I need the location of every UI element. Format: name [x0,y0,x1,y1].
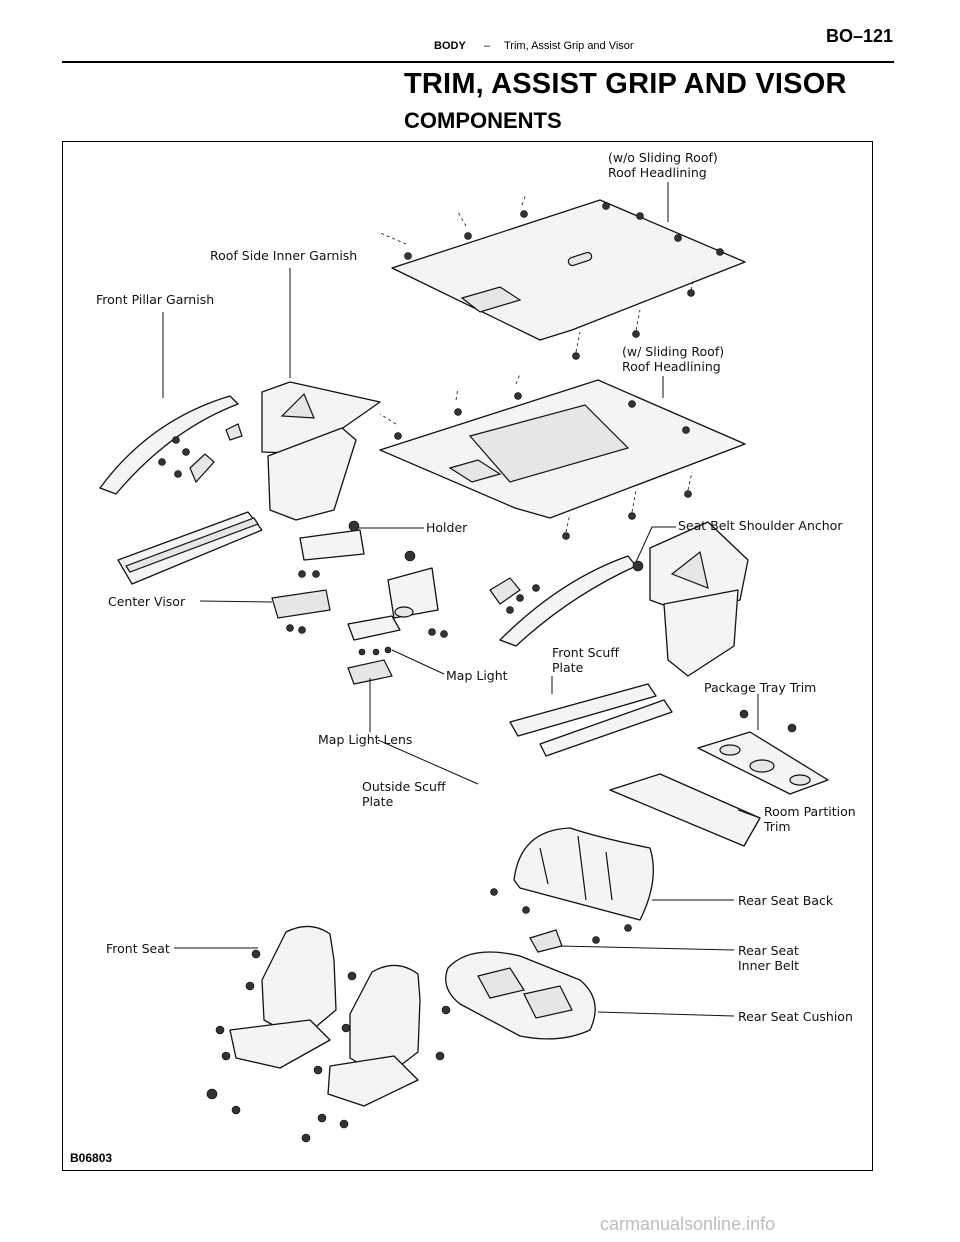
label-rear-seat-inner-belt-1: Rear Seat [738,943,799,958]
label-front-scuff-plate-2: Plate [552,660,584,675]
header-separator: – [484,40,491,52]
package-tray-trim-part [697,709,829,795]
label-center-visor: Center Visor [108,594,186,609]
figure-code: B06803 [70,1151,113,1165]
rear-seat-cushion-part [445,951,596,1040]
label-room-partition-1: Room Partition [764,804,856,819]
roof-headlining-no-sunroof [377,193,746,360]
page-number: BO–121 [826,26,894,46]
rear-scuff-plates [509,683,673,757]
page-subtitle: COMPONENTS [404,108,562,133]
label-map-light: Map Light [446,668,508,683]
label-seat-belt-shoulder-anchor: Seat Belt Shoulder Anchor [678,518,843,533]
rear-seat-back-part [490,827,654,953]
leader-lines [162,182,761,1017]
label-front-scuff-plate-1: Front Scuff [552,645,619,660]
label-package-tray-trim: Package Tray Trim [704,680,816,695]
label-outside-scuff-plate-2: Plate [362,794,394,809]
label-roof-side-inner-garnish: Roof Side Inner Garnish [210,248,357,263]
callout-labels: (w/o Sliding Roof) Roof Headlining Roof … [96,150,856,1024]
label-holder: Holder [426,520,468,535]
room-partition-trim-part [609,773,761,847]
front-seats [206,925,451,1143]
header-topic: Trim, Assist Grip and Visor [504,40,634,52]
header-rule [62,61,894,63]
rear-garnish-assembly [489,521,749,677]
label-roof-headlining-1: Roof Headlining [608,165,707,180]
label-front-seat: Front Seat [106,941,170,956]
label-outside-scuff-plate-1: Outside Scuff [362,779,446,794]
diagram-frame [62,141,873,1171]
label-rear-seat-back: Rear Seat Back [738,893,834,908]
label-front-pillar-garnish: Front Pillar Garnish [96,292,214,307]
page-title: TRIM, ASSIST GRIP AND VISOR [404,68,847,100]
label-rear-seat-inner-belt-2: Inner Belt [738,958,799,973]
label-room-partition-2: Trim [763,819,791,834]
label-map-light-lens: Map Light Lens [318,732,412,747]
label-wo-sliding-roof: (w/o Sliding Roof) [608,150,718,165]
label-rear-seat-cushion: Rear Seat Cushion [738,1009,853,1024]
front-scuff-plate-left [117,511,263,585]
map-light-assembly [347,615,401,685]
visors [271,520,448,638]
front-pillar-garnish-part [99,395,243,495]
watermark: carmanualsonline.info [600,1214,776,1234]
label-roof-headlining-2: Roof Headlining [622,359,721,374]
roof-headlining-sunroof [379,373,746,540]
label-w-sliding-roof: (w/ Sliding Roof) [622,344,724,359]
header-section: BODY [434,40,466,52]
roof-side-inner-garnish-part [261,381,381,521]
